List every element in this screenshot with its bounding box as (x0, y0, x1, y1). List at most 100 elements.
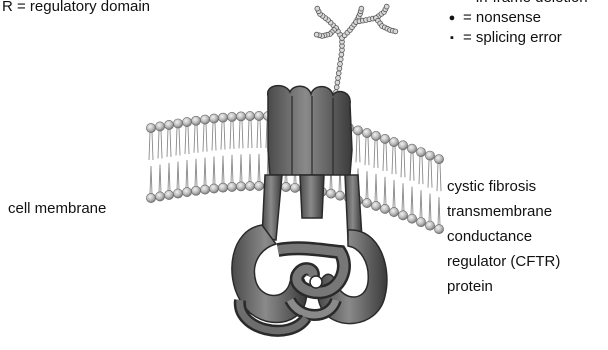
cftr-protein-shape (232, 86, 387, 331)
lipid-head (362, 128, 371, 137)
lipid-tail (401, 149, 405, 177)
sugar-bead (334, 85, 339, 90)
lipid-tail (177, 161, 179, 189)
lipid-head (434, 225, 443, 234)
sugar-bead (338, 57, 343, 62)
sugar-bead (336, 76, 341, 81)
legend-item-splicing-error: ▪ = splicing error (445, 28, 588, 48)
lipid-head (200, 115, 209, 124)
lipid-tail (393, 180, 395, 208)
lipid-head (191, 186, 200, 195)
lipid-head (416, 218, 425, 227)
lipid-head (371, 201, 380, 210)
lipid-head (155, 122, 164, 131)
protein-label-line: cystic fibrosis (447, 174, 560, 199)
lipid-head (326, 189, 335, 198)
lipid-tail (221, 122, 225, 150)
cell-membrane-label: cell membrane (8, 199, 106, 219)
legend-text: = splicing error (463, 28, 562, 48)
lipid-tail (212, 123, 216, 151)
lipid-head (389, 137, 398, 146)
lipid-tail (249, 154, 251, 182)
lipid-head (155, 192, 164, 201)
lipid-head (182, 187, 191, 196)
lipid-tail (384, 177, 386, 205)
lipid-tail (239, 120, 243, 148)
lipid-tail (402, 183, 404, 211)
lipid-tail (437, 163, 441, 191)
lipid-head (173, 119, 182, 128)
lipid-tail (258, 154, 260, 182)
cftr-protein-label: cystic fibrosis transmembrane conductanc… (447, 174, 560, 299)
square-bullet-icon: ▪ (445, 0, 459, 8)
lipid-head (353, 126, 362, 135)
lipid-head (281, 182, 290, 191)
lipid-tail (204, 158, 206, 186)
square-bullet-icon: ▪ (445, 28, 459, 48)
lipid-tail (185, 126, 189, 154)
lipid-head (398, 211, 407, 220)
lipid-tail (213, 157, 215, 185)
lipid-head (227, 182, 236, 191)
lipid-tail (240, 154, 242, 182)
lipid-head (254, 181, 263, 190)
lipid-head (218, 113, 227, 122)
lipid-tail (428, 160, 432, 188)
sugar-bead (393, 29, 398, 34)
lipid-tail (257, 120, 261, 148)
mutation-legend: ▪ = in-frame deletion ● = nonsense ▪ = s… (445, 0, 588, 48)
legend-text: = nonsense (463, 8, 541, 28)
lipid-head (209, 114, 218, 123)
lipid-head (389, 207, 398, 216)
lipid-tail (429, 194, 431, 222)
lipid-head (380, 204, 389, 213)
sugar-bead (337, 66, 342, 71)
legend-item-in-frame-deletion: ▪ = in-frame deletion (445, 0, 588, 8)
lipid-tail (410, 153, 414, 181)
lipid-tail (419, 156, 423, 184)
protein-label-line: regulator (CFTR) (447, 249, 560, 274)
lipid-head (245, 111, 254, 120)
lipid-head (191, 116, 200, 125)
lipid-tail (195, 159, 197, 187)
lipid-tail (194, 125, 198, 153)
sugar-bead (384, 4, 389, 9)
lipid-tail (176, 127, 180, 155)
lipid-tail (420, 190, 422, 218)
sugar-bead (314, 32, 319, 37)
sugar-bead (335, 80, 340, 85)
lipid-head (407, 214, 416, 223)
lipid-head (164, 190, 173, 199)
lipid-head (407, 144, 416, 153)
sugar-bead (336, 71, 341, 76)
sugar-bead (338, 62, 343, 67)
protein-label-line: protein (447, 274, 560, 299)
regulatory-domain-label: R = regulatory domain (2, 0, 150, 17)
lipid-head (146, 123, 155, 132)
lipid-tail (158, 130, 162, 158)
dot-bullet-icon: ● (445, 8, 459, 28)
lipid-tail (149, 132, 153, 160)
lipid-tail (167, 129, 171, 157)
lipid-head (173, 189, 182, 198)
sugar-bead (359, 6, 364, 11)
protein-label-line: conductance (447, 224, 560, 249)
lipid-tail (248, 120, 252, 148)
sugar-bead (315, 6, 320, 11)
lipid-head (335, 191, 344, 200)
protein-label-line: transmembrane (447, 199, 560, 224)
lipid-head (146, 193, 155, 202)
lipid-tail (231, 155, 233, 183)
legend-text: = in-frame deletion (463, 0, 588, 8)
lipid-head (164, 120, 173, 129)
lipid-head (425, 151, 434, 160)
lipid-tail (366, 171, 368, 199)
lipid-tail (159, 164, 161, 192)
lipid-tail (375, 174, 377, 202)
lipid-tail (203, 124, 207, 152)
lipid-head (371, 131, 380, 140)
lipid-tail (168, 163, 170, 191)
lipid-tail (374, 140, 378, 168)
lipid-head (182, 117, 191, 126)
lipid-head (218, 183, 227, 192)
